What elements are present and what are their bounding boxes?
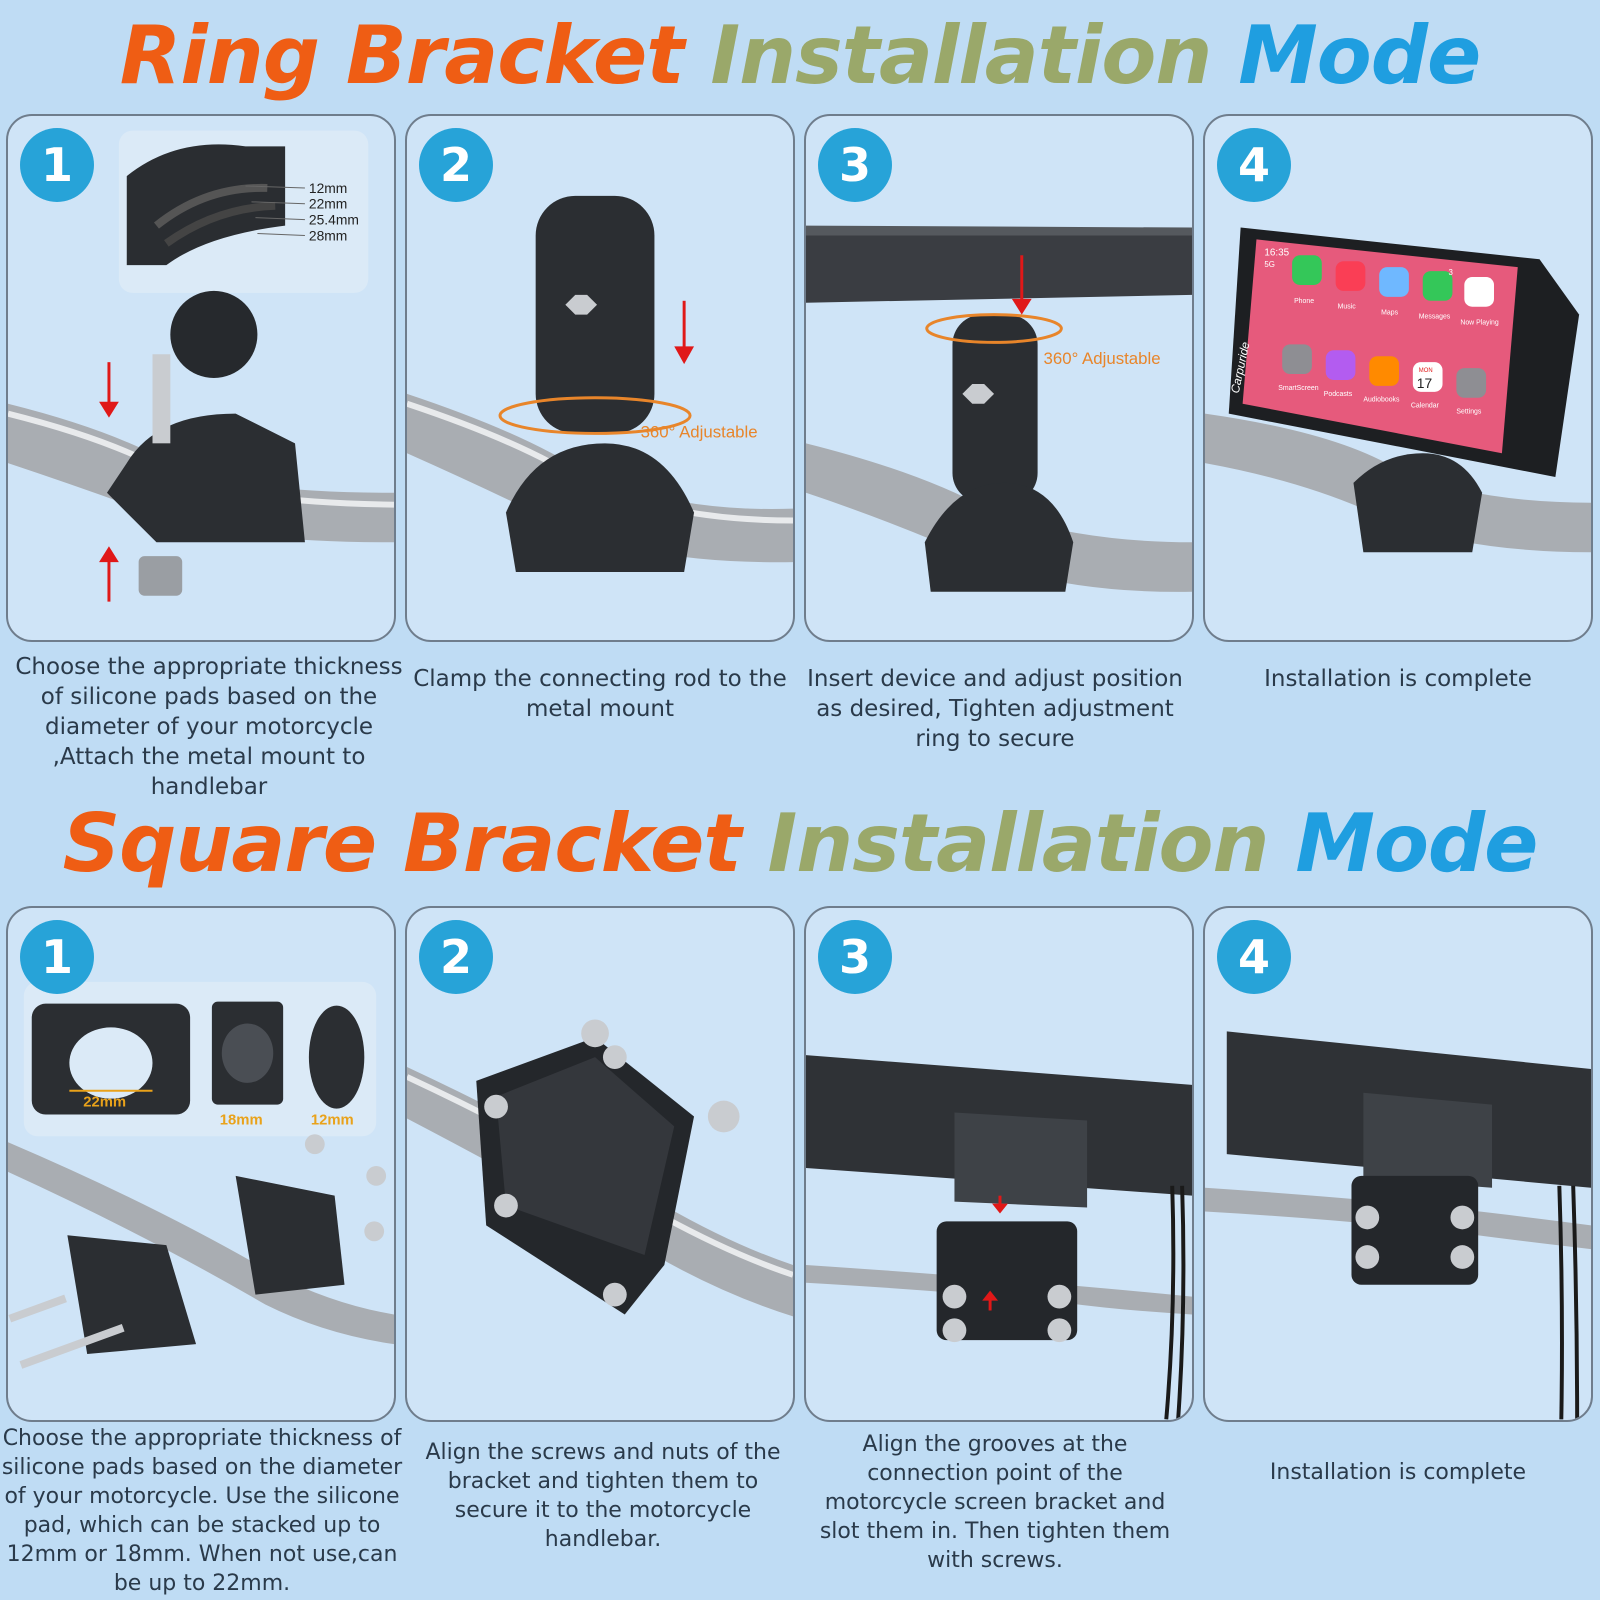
step-number-badge: 3 xyxy=(818,920,892,994)
app-label: Now Playing xyxy=(1460,320,1499,327)
square-step-1-caption: Choose the appropriate thickness of sili… xyxy=(1,1426,403,1596)
ring-step-2-caption: Clamp the connecting rod to the metal mo… xyxy=(413,666,787,722)
square-pads-illustration: 22mm 18mm 12mm xyxy=(8,981,394,1369)
down-arrow-icon xyxy=(1011,255,1032,315)
square-mode-title: Square Bracket Installation Mode xyxy=(0,796,1600,892)
ring-step-3-panel: 3 360° Adjustable xyxy=(804,114,1194,642)
app-label: Messages xyxy=(1419,314,1451,321)
square-title-part1: Square Bracket xyxy=(62,797,742,890)
smartscreen-icon[interactable] xyxy=(1282,344,1312,375)
ring-step-2-panel: 2 360° Adjustable xyxy=(405,114,795,642)
installed-device-illustration: 16:35 5G Carpuride Phone Music Maps 3 Me… xyxy=(1205,227,1591,553)
ring-title-part3: Mode xyxy=(1238,9,1481,102)
step-number-badge: 2 xyxy=(419,920,493,994)
app-label: Calendar xyxy=(1411,403,1440,410)
messages-badge: 3 xyxy=(1448,268,1453,277)
ring-title-part1: Ring Bracket xyxy=(119,9,685,102)
status-time: 16:35 xyxy=(1264,247,1289,258)
square-step-3-caption: Align the grooves at the connection poin… xyxy=(819,1432,1171,1573)
installed-square-illustration xyxy=(1205,1031,1591,1420)
ring-title-part2: Installation xyxy=(710,9,1212,102)
adjustable-label: 360° Adjustable xyxy=(1044,349,1161,368)
step-number-badge: 1 xyxy=(20,920,94,994)
pad-size-label: 25.4mm xyxy=(309,212,359,228)
podcasts-icon[interactable] xyxy=(1325,350,1356,380)
device-body xyxy=(806,233,1192,303)
pad-size-label: 22mm xyxy=(309,196,347,212)
pad-size-label: 28mm xyxy=(309,227,347,243)
ring-step-1-panel: 1 12mm 22mm 25.4mm 28mm xyxy=(6,114,396,642)
app-label: Audiobooks xyxy=(1363,397,1400,404)
music-icon[interactable] xyxy=(1335,261,1366,291)
app-label: Podcasts xyxy=(1324,391,1353,398)
app-label: Music xyxy=(1338,304,1357,311)
settings-icon[interactable] xyxy=(1456,368,1487,398)
down-arrow-icon xyxy=(674,300,695,365)
app-label: Settings xyxy=(1456,409,1482,416)
connecting-rod xyxy=(535,195,655,434)
square-step-3-panel: 3 xyxy=(804,906,1194,1422)
pad-size-label: 12mm xyxy=(311,1112,354,1128)
pad-12mm xyxy=(308,1005,365,1109)
step-number-badge: 4 xyxy=(1217,128,1291,202)
step-number-badge: 4 xyxy=(1217,920,1291,994)
down-arrow-icon xyxy=(99,362,119,418)
now-playing-icon[interactable] xyxy=(1464,277,1495,307)
pad-size-label: 12mm xyxy=(309,180,347,196)
device-insert-illustration: 360° Adjustable xyxy=(806,225,1192,592)
adjustable-label: 360° Adjustable xyxy=(641,422,758,441)
step-number-badge: 3 xyxy=(818,128,892,202)
pad-size-label: 18mm xyxy=(220,1112,263,1128)
ball-joint xyxy=(170,290,258,378)
square-title-part3: Mode xyxy=(1295,797,1538,890)
screen-bracket-illustration xyxy=(806,1055,1192,1420)
square-title-part2: Installation xyxy=(767,797,1270,890)
square-step-1-panel: 1 22mm 18mm 12mm xyxy=(6,906,396,1422)
up-arrow-icon xyxy=(982,1290,999,1311)
ring-step-4-caption: Installation is complete xyxy=(1264,666,1532,692)
maps-icon[interactable] xyxy=(1379,267,1409,297)
down-arrow-icon xyxy=(992,1195,1008,1214)
status-network: 5G xyxy=(1264,260,1275,269)
ring-step-1-caption: Choose the appropriate thickness of sili… xyxy=(15,654,403,800)
square-bracket xyxy=(936,1221,1078,1341)
square-bracket-illustration xyxy=(407,1019,793,1317)
phone-icon[interactable] xyxy=(1292,255,1322,285)
square-step-4-caption: Installation is complete xyxy=(1269,1460,1527,1485)
square-bracket xyxy=(1351,1175,1479,1285)
calendar-day: MON xyxy=(1419,368,1433,374)
calendar-icon[interactable] xyxy=(1412,362,1443,392)
app-label: SmartScreen xyxy=(1278,385,1318,392)
ring-step-3-caption: Insert device and adjust position as des… xyxy=(807,666,1183,752)
audiobooks-icon[interactable] xyxy=(1369,356,1399,386)
step-number-badge: 2 xyxy=(419,128,493,202)
pad-size-label: 22mm xyxy=(83,1095,126,1111)
app-label: Maps xyxy=(1381,310,1398,317)
square-step-2-caption: Align the screws and nuts of the bracket… xyxy=(425,1440,781,1552)
messages-icon[interactable] xyxy=(1422,271,1453,301)
square-step-4-panel: 4 xyxy=(1203,906,1593,1422)
up-arrow-icon xyxy=(99,546,119,602)
ring-step-4-panel: 4 16:35 5G Carpuride Phone Music Maps 3 … xyxy=(1203,114,1593,642)
ring-mode-title: Ring Bracket Installation Mode xyxy=(0,8,1600,104)
ring-clamp-illustration: 12mm 22mm 25.4mm 28mm xyxy=(8,130,394,602)
app-label: Phone xyxy=(1294,298,1314,305)
square-step-2-panel: 2 xyxy=(405,906,795,1422)
step-number-badge: 1 xyxy=(20,128,94,202)
connecting-rod-illustration: 360° Adjustable xyxy=(407,195,793,572)
calendar-date: 17 xyxy=(1417,375,1432,391)
